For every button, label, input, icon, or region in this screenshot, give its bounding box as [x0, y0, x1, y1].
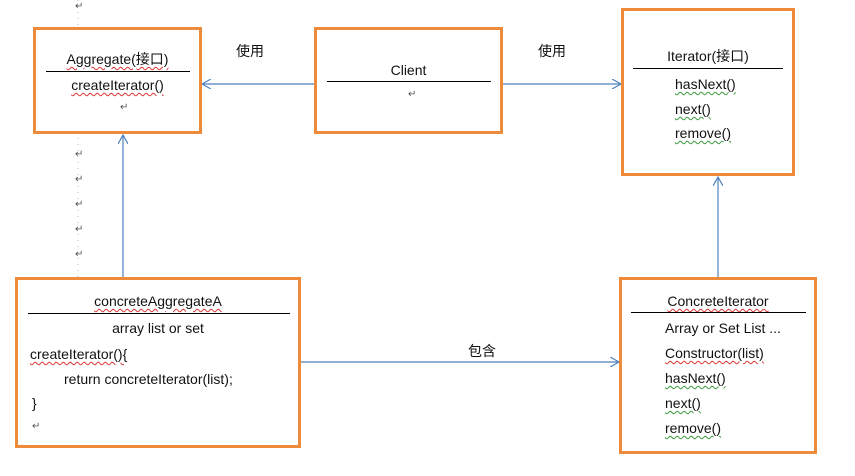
- paragraph-mark: ↵: [75, 224, 84, 235]
- iterator-box[interactable]: Iterator(接口) hasNext() next() remove(): [621, 8, 795, 176]
- paragraph-mark: ↵: [75, 199, 84, 210]
- paragraph-mark: ↵: [75, 174, 84, 185]
- concrete-aggregate-box[interactable]: concreteAggregateA array list or set cre…: [15, 277, 301, 448]
- aggregate-divider: [46, 71, 190, 72]
- concrete-aggregate-code-line: createIterator(){: [30, 346, 128, 362]
- concrete-iterator-member: next(): [665, 395, 701, 411]
- iterator-method-next: next(): [675, 101, 711, 117]
- iterator-method-hasnext: hasNext(): [675, 76, 736, 92]
- concrete-iterator-divider: [631, 312, 806, 313]
- paragraph-mark: ↵: [120, 102, 129, 113]
- client-box[interactable]: Client ↵: [314, 27, 503, 134]
- paragraph-mark: ↵: [75, 249, 84, 260]
- client-divider: [327, 81, 491, 82]
- concrete-aggregate-divider: [28, 313, 290, 314]
- concrete-iterator-member: hasNext(): [665, 370, 726, 386]
- concrete-aggregate-code-line: }: [32, 395, 37, 411]
- iterator-divider: [633, 68, 783, 69]
- aggregate-method: createIterator(): [71, 77, 164, 93]
- client-title: Client: [390, 62, 427, 78]
- concrete-aggregate-title: concreteAggregateA: [94, 293, 222, 309]
- edge-label-client-iterator: 使用: [538, 43, 566, 59]
- concrete-aggregate-code-line: return concreteIterator(list);: [64, 371, 233, 387]
- edge-label-client-aggregate: 使用: [236, 43, 264, 59]
- paragraph-mark: ↵: [32, 421, 41, 432]
- paragraph-mark: ↵: [75, 149, 84, 160]
- concrete-iterator-box[interactable]: ConcreteIterator Array or Set List ... C…: [619, 277, 817, 454]
- iterator-method-remove: remove(): [675, 125, 732, 141]
- aggregate-title: Aggregate(接口): [66, 51, 169, 67]
- paragraph-mark: ↵: [75, 1, 84, 12]
- paragraph-mark: ↵: [408, 89, 417, 100]
- iterator-title: Iterator(接口): [667, 48, 749, 64]
- concrete-iterator-title: ConcreteIterator: [667, 293, 769, 309]
- concrete-aggregate-field: array list or set: [112, 320, 204, 336]
- concrete-iterator-member: Constructor(list): [665, 345, 764, 361]
- aggregate-box[interactable]: Aggregate(接口) createIterator() ↵: [33, 27, 202, 134]
- concrete-iterator-member: remove(): [665, 420, 722, 436]
- edge-label-contains: 包含: [468, 343, 496, 359]
- concrete-iterator-member: Array or Set List ...: [665, 320, 781, 336]
